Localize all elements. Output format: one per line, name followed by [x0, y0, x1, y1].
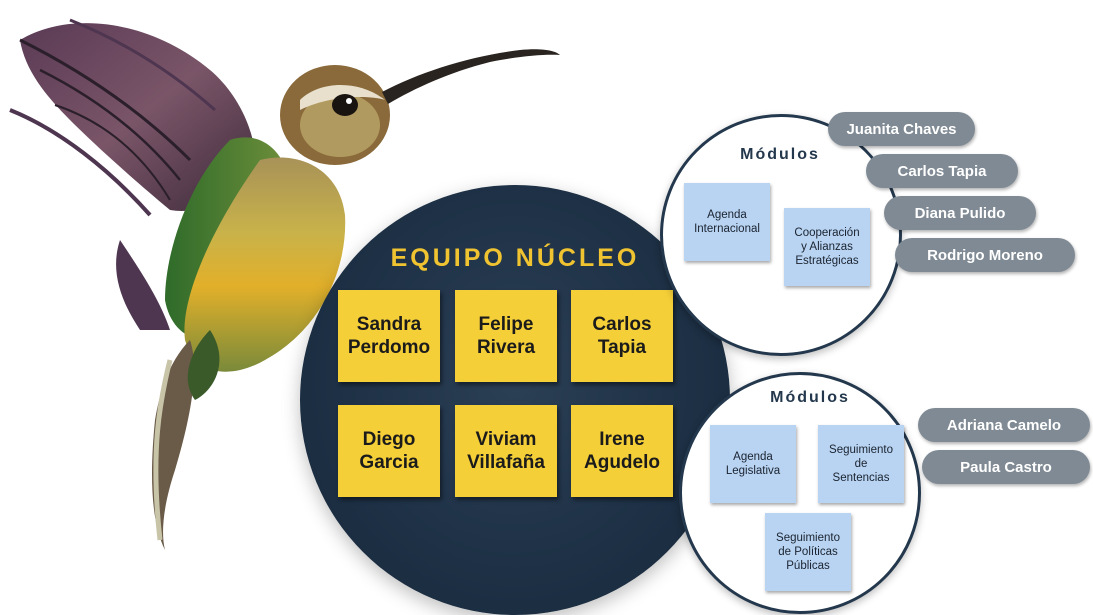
person-pill: Rodrigo Moreno: [895, 238, 1075, 272]
person-pill: Carlos Tapia: [866, 154, 1018, 188]
core-team-title: EQUIPO NÚCLEO: [390, 244, 640, 272]
person-pill: Diana Pulido: [884, 196, 1036, 230]
modules-bottom-title: Módulos: [770, 389, 850, 406]
modules-top-title: Módulos: [740, 146, 820, 163]
person-pill: Juanita Chaves: [828, 112, 975, 146]
person-pill: Paula Castro: [922, 450, 1090, 484]
person-pill: Adriana Camelo: [918, 408, 1090, 442]
hummingbird-illustration: [9, 18, 560, 550]
core-team-circle: [300, 185, 730, 615]
